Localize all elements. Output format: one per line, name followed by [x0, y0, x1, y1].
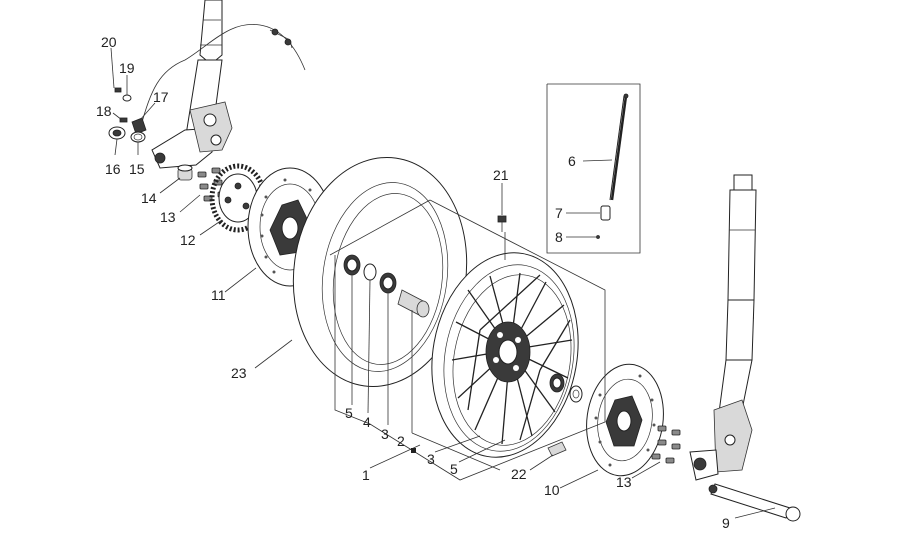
washer-19: [122, 94, 132, 102]
balance-weight-22: [547, 441, 567, 457]
spoke-kit-box: [546, 83, 641, 254]
brake-disc-right-10: [586, 363, 664, 477]
callout-13-left: 13: [160, 209, 176, 225]
circlip-4: [363, 263, 377, 281]
callout-2: 2: [397, 433, 405, 449]
callout-11: 11: [211, 287, 226, 303]
wheel-rim-1: [431, 252, 579, 458]
bushing-14: [177, 164, 193, 181]
callout-8: 8: [555, 229, 563, 245]
callout-4: 4: [363, 414, 371, 430]
callout-21: 21: [493, 167, 509, 183]
valve-21: [497, 215, 507, 232]
callout-5-right: 5: [450, 461, 458, 477]
callout-7: 7: [555, 205, 563, 221]
callout-1: 1: [362, 467, 370, 483]
left-fork-leg: [151, 0, 233, 169]
callout-labels: 20 19 18 17 16 15 14 13 12 11 23 5 4 3 2…: [96, 34, 730, 531]
abs-sensor-17: [131, 117, 147, 135]
callout-20: 20: [101, 34, 117, 50]
callout-15: 15: [129, 161, 145, 177]
callout-3-right: 3: [427, 451, 435, 467]
callout-6: 6: [568, 153, 576, 169]
tire-23: [292, 156, 468, 388]
screw-20: [114, 87, 122, 93]
callout-17: 17: [153, 89, 169, 105]
callout-19: 19: [119, 60, 135, 76]
bearing-3-left: [379, 272, 397, 294]
bolts-13-right: [651, 425, 681, 464]
callout-9: 9: [722, 515, 730, 531]
callout-22: 22: [511, 466, 527, 482]
abs-sensor-cable: [139, 23, 306, 131]
leader-lines: [110, 47, 776, 519]
seal-5-right: [569, 385, 583, 403]
bearing-5-left: [343, 254, 361, 276]
bearing-3-right: [549, 373, 565, 393]
callout-5-left: 5: [345, 405, 353, 421]
explosion-guide-lines: [329, 199, 606, 481]
callout-12: 12: [180, 232, 196, 248]
callout-23: 23: [231, 365, 247, 381]
right-fork-leg: [689, 174, 757, 481]
spacer-16: [108, 126, 126, 140]
callout-16: 16: [105, 161, 121, 177]
callout-13-right: 13: [616, 474, 632, 490]
spacer-tube-2: [397, 289, 430, 318]
callout-18: 18: [96, 103, 112, 119]
callout-3-left: 3: [381, 426, 389, 442]
callout-10: 10: [544, 482, 560, 498]
screw-18: [119, 117, 128, 123]
seal-15: [130, 131, 146, 143]
marker-square: [411, 448, 416, 453]
callout-14: 14: [141, 190, 157, 206]
